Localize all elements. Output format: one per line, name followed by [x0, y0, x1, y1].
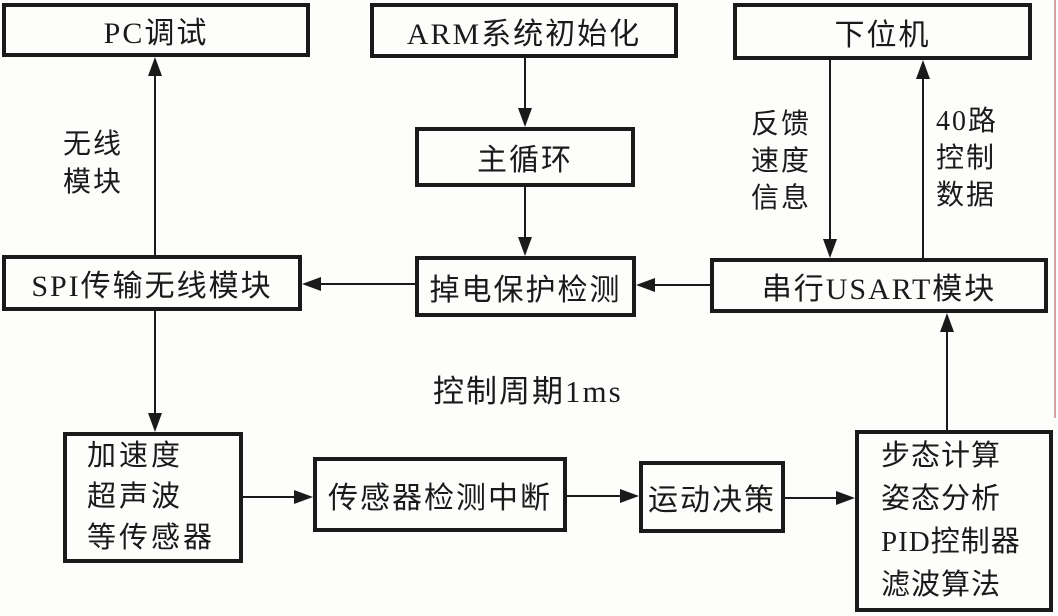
- edge-label-wireless-line2: 模块: [63, 167, 124, 198]
- annotation-control-cycle-text: 控制周期1ms: [433, 374, 623, 409]
- edge-label-wireless-line1: 无线: [63, 129, 124, 160]
- node-arm-init: ARM系统初始化: [370, 3, 678, 58]
- node-power-protect-detect-label: 掉电保护检测: [429, 273, 622, 307]
- arrowhead-left-icon: [302, 277, 321, 291]
- connector-spi-to-sensors: [154, 311, 156, 414]
- edge-label-wireless-module: 无线 模块: [63, 126, 123, 202]
- connector-interrupt-to-motion: [567, 495, 622, 497]
- arrowhead-right-icon: [294, 490, 313, 504]
- node-spi-wireless-module-label: SPI传输无线模块: [31, 270, 273, 303]
- scan-artifact-line: [1054, 0, 1056, 418]
- node-usart-module: 串行USART模块: [710, 258, 1048, 313]
- edge-label-40ch-line2: 控制: [936, 143, 997, 174]
- node-sensor-interrupt: 传感器检测中断: [313, 457, 567, 532]
- node-gait-line1: 步态计算: [881, 440, 1002, 472]
- arrowhead-left-icon: [636, 278, 655, 292]
- node-main-loop-label: 主循环: [477, 144, 573, 177]
- node-arm-init-label: ARM系统初始化: [406, 17, 642, 51]
- arrowhead-down-icon: [823, 239, 837, 258]
- edge-label-40ch-line3: 数据: [936, 180, 997, 211]
- connector-usart-to-power: [653, 284, 710, 286]
- connector-spi-to-pc: [154, 74, 156, 255]
- node-gait-line2: 姿态分析: [881, 483, 1002, 515]
- node-sensors-line1: 加速度: [87, 440, 184, 472]
- node-sensors: 加速度 超声波 等传感器: [63, 432, 243, 563]
- node-sensors-line2: 超声波: [87, 481, 184, 513]
- node-spi-wireless-module: SPI传输无线模块: [2, 255, 302, 311]
- connector-motion-to-gait: [785, 497, 838, 499]
- node-gait-line3: PID控制器: [881, 526, 1021, 558]
- connector-mainloop-to-power: [524, 187, 526, 238]
- edge-label-40ch-control-data: 40路 控制 数据: [936, 103, 998, 214]
- edge-label-feedback-line3: 信息: [751, 183, 812, 214]
- node-lower-machine: 下位机: [733, 3, 1032, 60]
- arrowhead-up-icon: [940, 313, 954, 332]
- arrowhead-up-icon: [916, 60, 930, 79]
- edge-label-feedback-speed: 反馈 速度 信息: [751, 106, 811, 217]
- arrowhead-down-icon: [148, 413, 162, 432]
- node-motion-decision-label: 运动决策: [648, 484, 776, 517]
- node-pc-debug: PC调试: [2, 3, 310, 57]
- connector-power-to-spi: [319, 283, 415, 285]
- arrowhead-up-icon: [148, 57, 162, 76]
- arrowhead-right-icon: [620, 489, 639, 503]
- node-pc-debug-label: PC调试: [103, 17, 209, 50]
- connector-sensors-to-interrupt: [243, 496, 296, 498]
- node-motion-decision: 运动决策: [639, 461, 785, 533]
- arrowhead-down-icon: [518, 237, 532, 256]
- arrowhead-right-icon: [836, 491, 855, 505]
- edge-label-feedback-line1: 反馈: [751, 109, 812, 140]
- edge-label-40ch-line1: 40路: [936, 106, 999, 137]
- node-main-loop: 主循环: [415, 127, 635, 187]
- node-sensors-line3: 等传感器: [87, 522, 216, 554]
- connector-arm-to-mainloop: [524, 58, 526, 110]
- node-sensor-interrupt-label: 传感器检测中断: [328, 481, 552, 515]
- connector-usart-to-lower: [922, 77, 924, 258]
- node-gait-computer: 步态计算 姿态分析 PID控制器 滤波算法: [855, 430, 1053, 612]
- edge-label-feedback-line2: 速度: [751, 146, 812, 177]
- node-gait-line4: 滤波算法: [881, 569, 1002, 601]
- node-power-protect-detect: 掉电保护检测: [415, 256, 636, 317]
- connector-lower-to-usart: [829, 60, 831, 241]
- node-usart-module-label: 串行USART模块: [761, 272, 997, 306]
- node-lower-machine-label: 下位机: [834, 18, 931, 52]
- arrowhead-down-icon: [518, 108, 532, 127]
- annotation-control-cycle: 控制周期1ms: [433, 372, 623, 412]
- connector-gait-to-usart: [946, 330, 948, 430]
